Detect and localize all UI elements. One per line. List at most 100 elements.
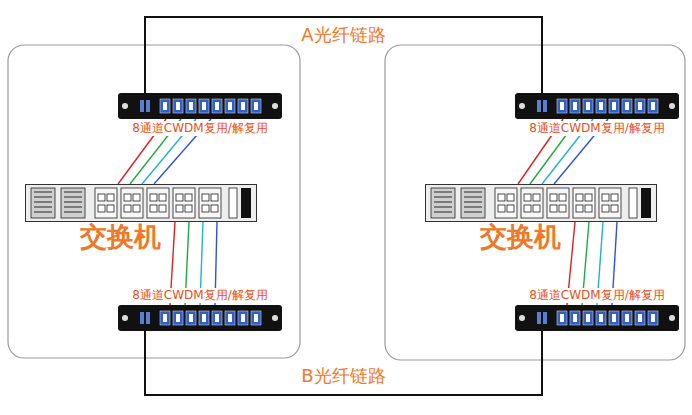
port-core: [254, 102, 258, 110]
site-region: [8, 45, 300, 358]
port: [238, 99, 248, 113]
sfp-port: [185, 194, 192, 201]
port: [212, 99, 222, 113]
port-core: [560, 314, 564, 322]
sfp-port: [524, 194, 531, 201]
line-card: [547, 188, 569, 218]
port-core: [638, 314, 642, 322]
sfp-port: [124, 194, 131, 201]
panel-ports: [118, 93, 282, 119]
port: [160, 99, 170, 113]
port-core: [241, 102, 245, 110]
port: [225, 99, 235, 113]
power-module: [61, 188, 85, 218]
port: [648, 99, 658, 113]
sfp-port: [211, 205, 218, 212]
port-core: [612, 314, 616, 322]
sfp-port: [176, 205, 183, 212]
blank-slot: [241, 188, 251, 218]
port-core: [202, 102, 206, 110]
cwdm-panel: [515, 93, 679, 119]
sfp-port: [150, 205, 157, 212]
vent: [434, 201, 452, 202]
fiber-link: [145, 331, 542, 395]
line-card: [147, 188, 169, 218]
port: [199, 311, 209, 325]
sfp-port: [107, 205, 114, 212]
vent: [64, 196, 82, 197]
sfp-port: [159, 205, 166, 212]
line-card: [495, 188, 517, 218]
port-core: [651, 102, 655, 110]
port: [186, 99, 196, 113]
line-card: [121, 188, 143, 218]
panel-ports: [118, 305, 282, 331]
port-core: [228, 314, 232, 322]
port: [543, 312, 547, 324]
port-core: [625, 314, 629, 322]
cwdm-mux: 8通道CWDM复用/解复用: [118, 286, 282, 331]
sfp-port: [585, 205, 592, 212]
device-label: 8通道CWDM复用/解复用: [130, 121, 270, 136]
switch: 交换机: [25, 184, 257, 252]
vent: [34, 191, 52, 192]
sfp-port: [202, 194, 209, 201]
port: [543, 100, 547, 112]
vent: [464, 191, 482, 192]
port-core: [560, 102, 564, 110]
vent: [434, 191, 452, 192]
mount-hole: [519, 103, 525, 109]
sfp-port: [602, 205, 609, 212]
panel-ports: [515, 93, 679, 119]
switch-label: 交换机: [480, 222, 561, 252]
port: [212, 311, 222, 325]
vent: [464, 196, 482, 197]
sfp-port: [98, 205, 105, 212]
sfp-port: [498, 205, 505, 212]
line-card: [95, 188, 117, 218]
mount-hole: [122, 315, 128, 321]
sfp-port: [611, 205, 618, 212]
port: [140, 100, 144, 112]
fiber-link: [145, 17, 542, 93]
vent: [34, 196, 52, 197]
vent: [434, 211, 452, 212]
port-core: [573, 314, 577, 322]
port: [648, 311, 658, 325]
sfp-port: [576, 194, 583, 201]
sfp-port: [559, 194, 566, 201]
port-core: [599, 314, 603, 322]
cwdm-mux: 8通道CWDM复用/解复用: [118, 93, 282, 138]
port-core: [163, 102, 167, 110]
mount-hole: [669, 315, 675, 321]
vent: [34, 206, 52, 207]
port-core: [573, 102, 577, 110]
cwdm-panel: [118, 305, 282, 331]
power-module: [431, 188, 455, 218]
port-core: [586, 314, 590, 322]
power-module: [461, 188, 485, 218]
sfp-port: [98, 194, 105, 201]
mount-hole: [669, 103, 675, 109]
mount-hole: [519, 315, 525, 321]
sfp-port: [611, 194, 618, 201]
port-core: [612, 102, 616, 110]
sfp-port: [176, 194, 183, 201]
port-core: [638, 102, 642, 110]
cwdm-mux: 8通道CWDM复用/解复用: [515, 286, 679, 331]
switch-chassis: [25, 184, 257, 222]
port: [596, 311, 606, 325]
vent: [434, 206, 452, 207]
port: [622, 311, 632, 325]
vent: [64, 201, 82, 202]
line-card: [173, 188, 195, 218]
port: [609, 311, 619, 325]
port: [557, 99, 567, 113]
sfp-port: [185, 205, 192, 212]
port: [537, 100, 541, 112]
port: [251, 311, 261, 325]
sfp-port: [507, 205, 514, 212]
sfp-port: [150, 194, 157, 201]
port-core: [586, 102, 590, 110]
panel-ports: [515, 305, 679, 331]
